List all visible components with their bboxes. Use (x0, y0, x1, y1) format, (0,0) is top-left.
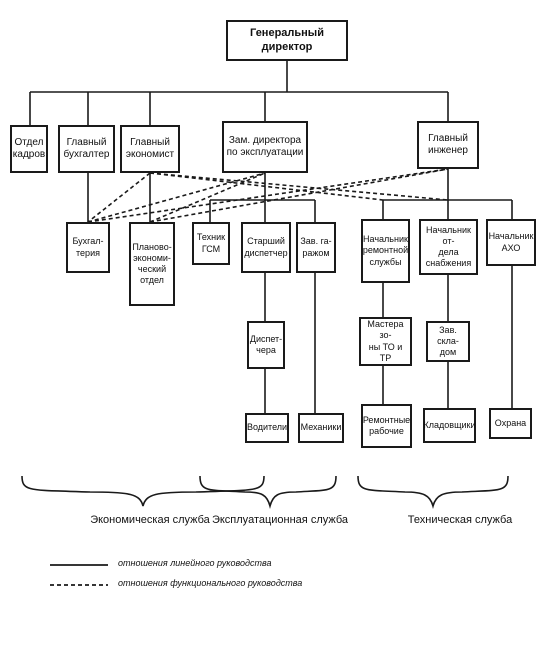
chief-engineer-label: Главный инженер (427, 132, 468, 157)
security-label: Охрана (494, 417, 527, 428)
accounting-box: Бухгал- терия (66, 222, 110, 273)
repair-head-box: Начальник ремонтной службы (361, 219, 410, 283)
repair-head-label: Начальник ремонтной службы (362, 234, 409, 267)
chief-accountant-box: Главный бухгалтер (58, 125, 115, 173)
aho-head-box: Начальник АХО (486, 219, 536, 266)
accounting-label: Бухгал- терия (72, 236, 104, 258)
drivers-box: Водители (245, 413, 289, 443)
service-technical-label: Техническая служба (407, 514, 513, 526)
hr-label: Отдел кадров (12, 136, 46, 161)
aho-head-label: Начальник АХО (488, 231, 534, 253)
garage-head-box: Зав. га- ражом (296, 222, 336, 273)
chief-economist-box: Главный экономист (120, 125, 180, 173)
senior-dispatcher-label: Старший диспетчер (244, 236, 288, 258)
deputy-ops-label: Зам. директора по эксплуатации (226, 134, 304, 159)
fuel-tech-box: Техник ГСМ (192, 222, 230, 265)
brace-technical (357, 475, 509, 510)
repair-workers-box: Ремонтные рабочие (361, 404, 412, 448)
fuel-tech-label: Техник ГСМ (196, 232, 226, 254)
supply-head-box: Начальник от- дела снабжения (419, 219, 478, 275)
dispatchers-box: Диспет- чера (247, 321, 285, 369)
hr-box: Отдел кадров (10, 125, 48, 173)
chief-engineer-box: Главный инженер (417, 121, 479, 169)
chief-accountant-label: Главный бухгалтер (63, 136, 110, 161)
dash-economist-accounting (87, 172, 151, 223)
warehouse-head-box: Зав. скла- дом (426, 321, 470, 362)
deputy-ops-box: Зам. директора по эксплуатации (222, 121, 308, 173)
service-operational-label: Эксплуатационная служба (211, 514, 349, 526)
legend-solid-label: отношения линейного руководства (118, 558, 272, 568)
ceo-box: Генеральный директор (226, 20, 348, 61)
storekeepers-box: Кладовщики (423, 408, 476, 443)
zone-masters-label: Мастера зо- ны ТО и ТР (367, 319, 404, 363)
chief-economist-label: Главный экономист (125, 136, 175, 161)
warehouse-head-label: Зав. скла- дом (437, 324, 459, 358)
senior-dispatcher-box: Старший диспетчер (241, 222, 291, 273)
planning-label: Планово- экономи- ческий отдел (132, 241, 172, 286)
ceo-label: Генеральный директор (250, 26, 324, 53)
security-box: Охрана (489, 408, 532, 439)
service-economic-label: Экономическая служба (90, 514, 210, 526)
brace-operational (199, 475, 337, 510)
repair-workers-label: Ремонтные рабочие (362, 414, 411, 436)
planning-box: Планово- экономи- ческий отдел (129, 222, 175, 306)
supply-head-label: Начальник от- дела снабжения (425, 224, 472, 269)
dispatchers-label: Диспет- чера (249, 333, 283, 355)
legend-dashed-label: отношения функционального руководства (118, 578, 303, 588)
drivers-label: Водители (246, 422, 288, 433)
mechanics-label: Механики (300, 422, 342, 433)
zone-masters-box: Мастера зо- ны ТО и ТР (359, 317, 412, 366)
storekeepers-label: Кладовщики (423, 419, 476, 430)
brace-economic (21, 475, 265, 507)
mechanics-box: Механики (298, 413, 344, 443)
garage-head-label: Зав. га- ражом (300, 236, 332, 258)
